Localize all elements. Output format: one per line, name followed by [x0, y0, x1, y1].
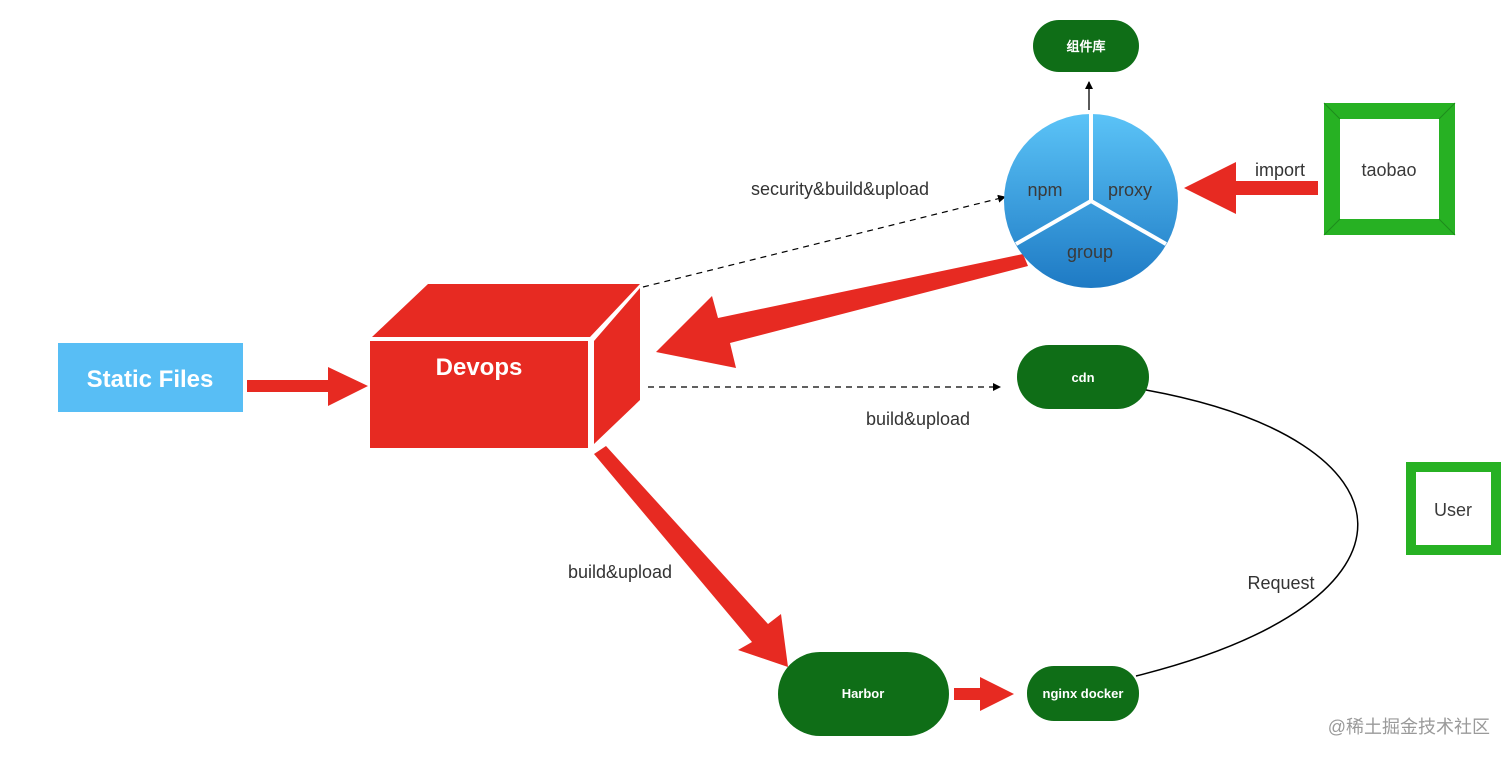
arrow-taobao-to-proxy: import [1184, 160, 1318, 214]
request-label: Request [1247, 573, 1314, 593]
static-files-node: Static Files [58, 343, 243, 412]
watermark-text: @稀土掘金技术社区 [1328, 717, 1490, 737]
taobao-node: taobao [1323, 102, 1456, 236]
cdn-label: cdn [1071, 370, 1094, 385]
static-files-label: Static Files [87, 366, 214, 393]
import-label: import [1255, 160, 1305, 180]
devops-node: Devops [370, 284, 640, 448]
arrow-devops-to-harbor: build&upload [568, 446, 788, 667]
npm-repository-circle: npm proxy group [1004, 114, 1178, 288]
arrow-static-to-devops [247, 367, 368, 406]
proxy-label: proxy [1108, 180, 1152, 200]
arrow-group-to-devops [656, 254, 1028, 368]
taobao-label: taobao [1361, 160, 1416, 180]
component-lib-label: 组件库 [1066, 39, 1105, 54]
edge-security-build-upload: security&build&upload [642, 179, 1006, 288]
user-label: User [1434, 500, 1472, 520]
group-label: group [1067, 242, 1113, 262]
edge-build-upload-cdn: build&upload [648, 383, 1001, 429]
harbor-label: Harbor [842, 686, 885, 701]
devops-label: Devops [436, 354, 523, 381]
component-lib-node: 组件库 [1033, 20, 1139, 72]
build-upload-harbor-label: build&upload [568, 562, 672, 582]
user-node: User [1406, 462, 1501, 555]
cdn-node: cdn [1017, 345, 1149, 409]
nginx-docker-label: nginx docker [1043, 686, 1124, 701]
build-upload-cdn-label: build&upload [866, 409, 970, 429]
harbor-node: Harbor [778, 652, 949, 736]
nginx-docker-node: nginx docker [1027, 666, 1139, 721]
arrow-harbor-to-nginx [954, 677, 1014, 711]
security-build-upload-label: security&build&upload [751, 179, 929, 199]
npm-label: npm [1027, 180, 1062, 200]
edge-request: Request [1135, 389, 1359, 677]
